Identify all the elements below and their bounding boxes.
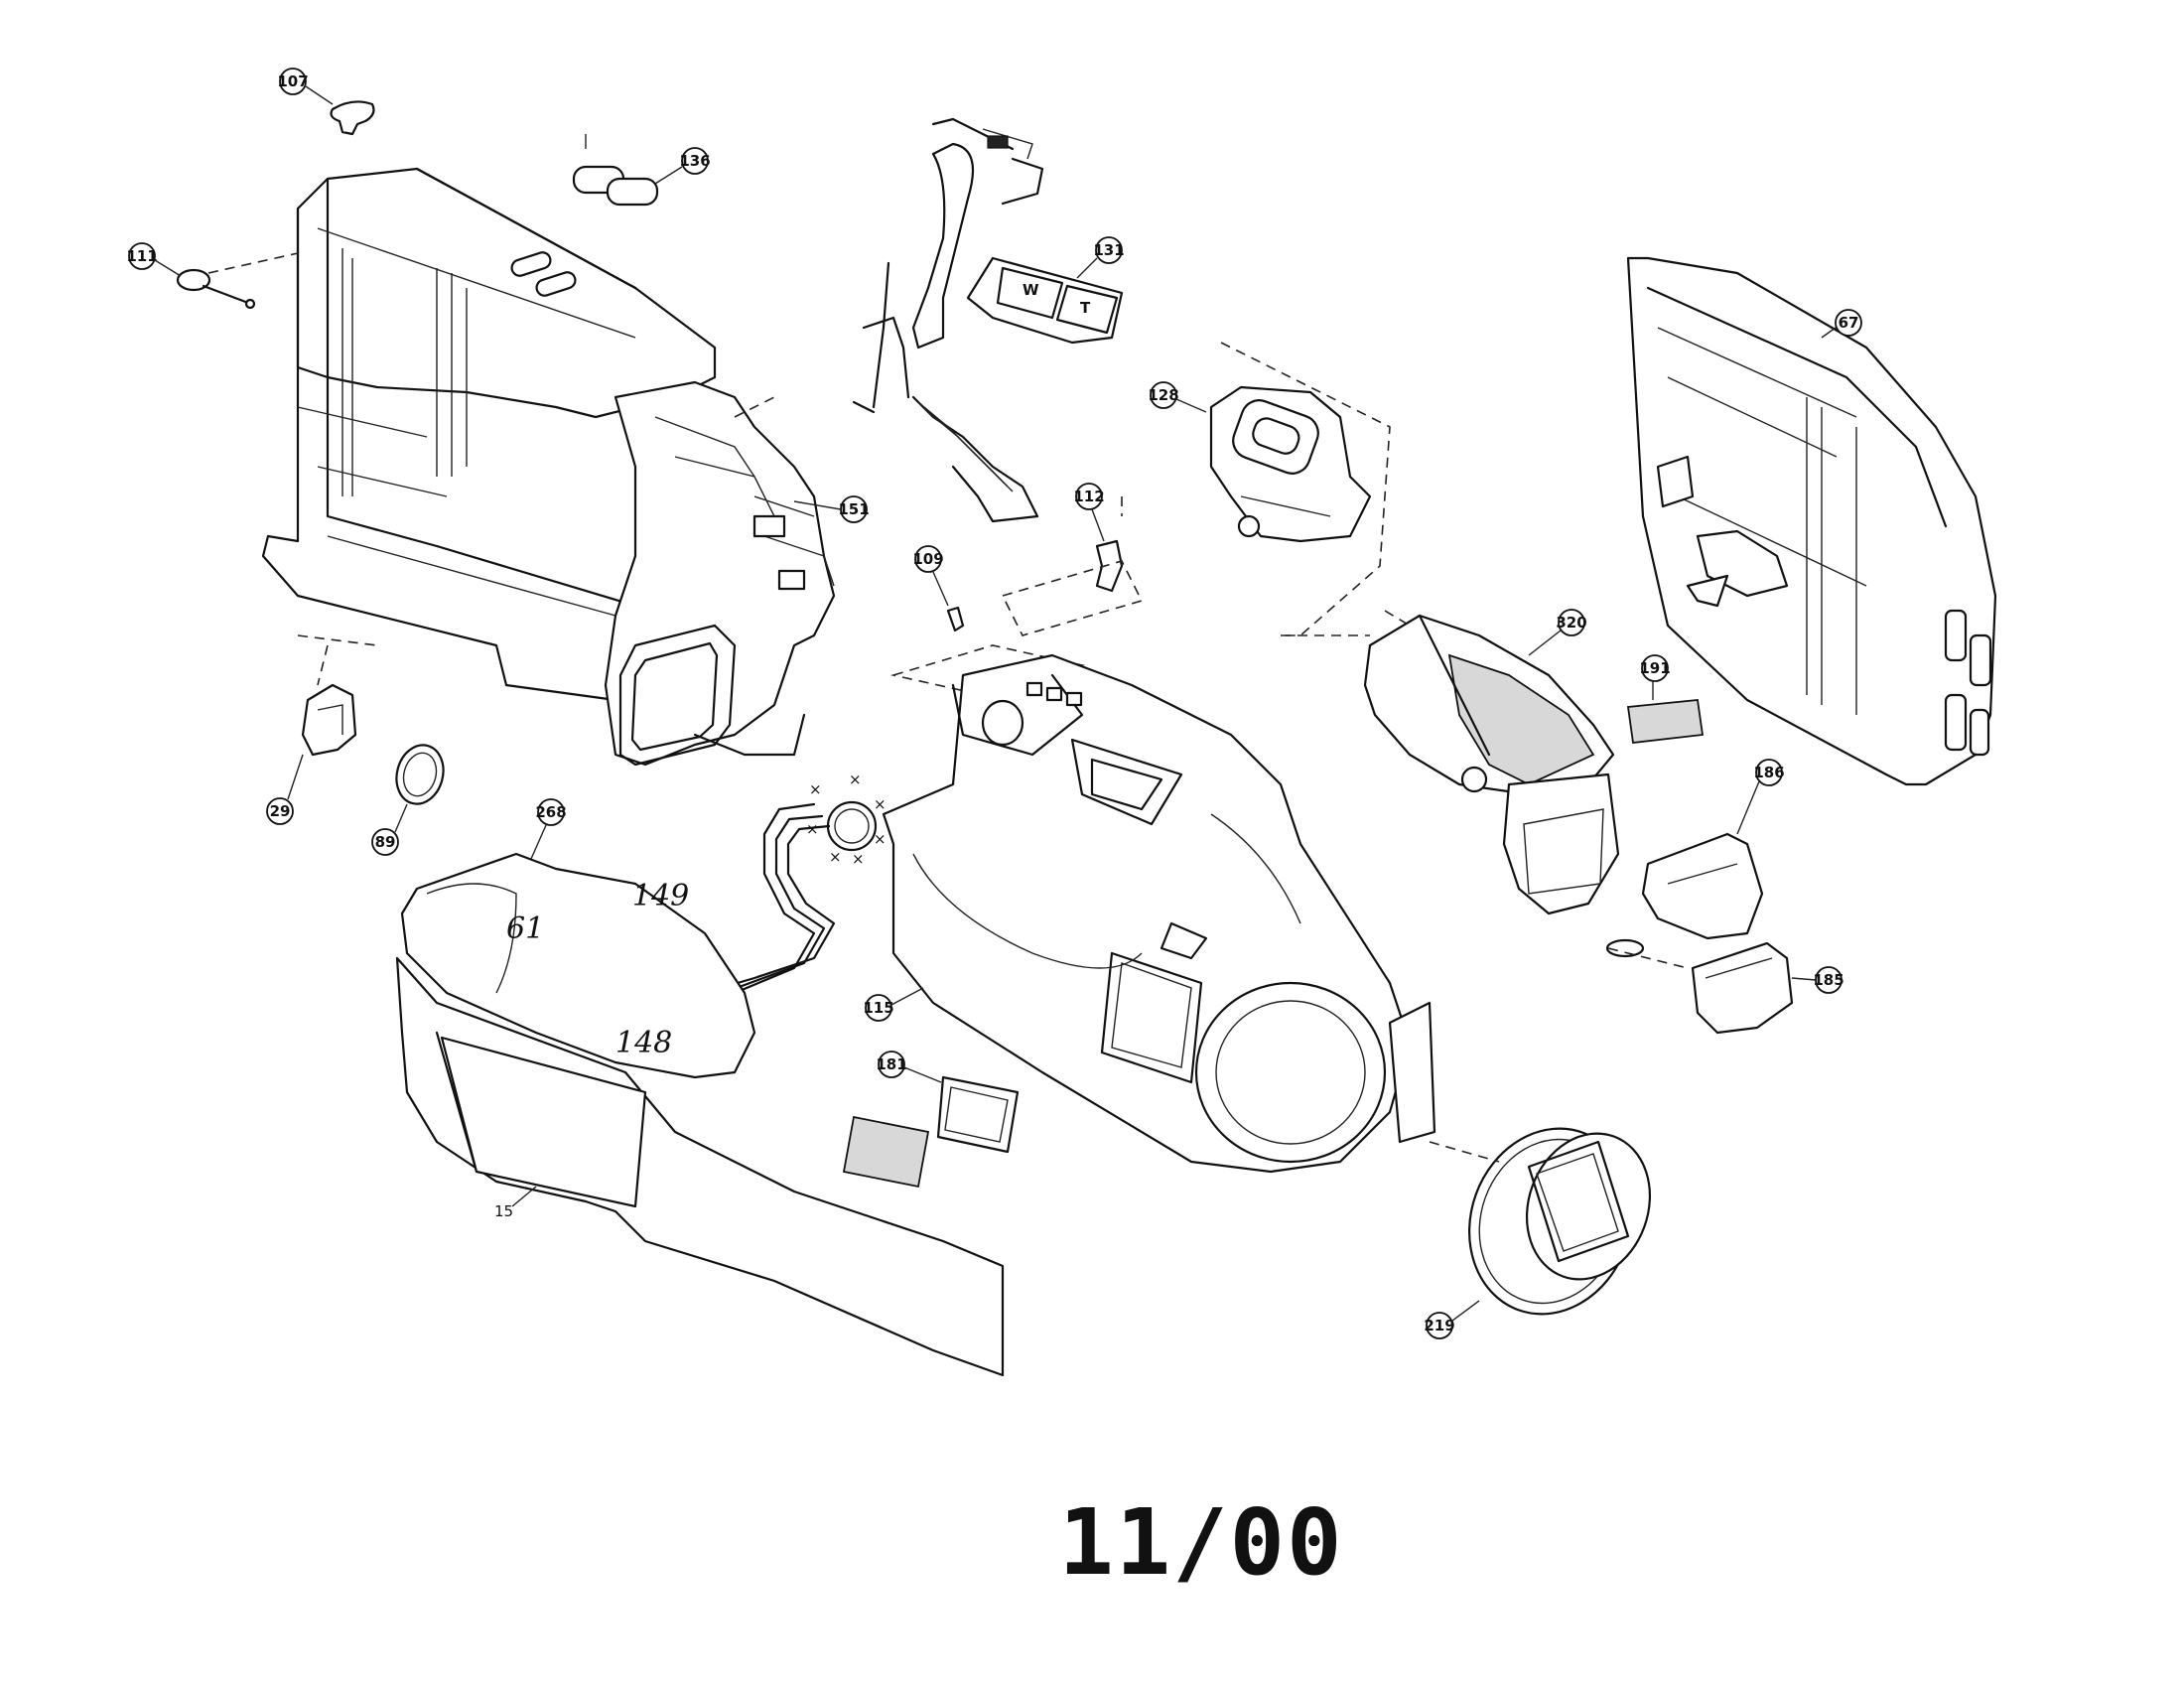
callout-191: 191	[1639, 654, 1671, 700]
svg-text:107: 107	[277, 72, 308, 90]
callout-320: 320	[1528, 609, 1587, 656]
part-131-zoom-switch: W T	[966, 256, 1124, 345]
callout-109: 109	[912, 545, 949, 607]
svg-text:136: 136	[679, 152, 710, 170]
callout-67: 67	[1821, 309, 1862, 339]
part-89-disc	[395, 744, 445, 805]
callout-111: 111	[126, 242, 182, 277]
handwritten-149: 149	[632, 879, 689, 913]
svg-text:×: ×	[874, 795, 887, 813]
zoom-key-w: W	[1023, 281, 1039, 299]
svg-text:×: ×	[806, 820, 819, 838]
svg-text:15: 15	[494, 1202, 513, 1220]
revision-date: 11/00	[1058, 1489, 1344, 1596]
label-15: 15	[494, 1186, 537, 1220]
svg-text:109: 109	[912, 550, 943, 568]
svg-text:128: 128	[1148, 386, 1178, 404]
zoom-key-t: T	[1080, 299, 1091, 317]
part-bracket-flex	[852, 117, 1044, 523]
svg-text:131: 131	[1093, 241, 1124, 259]
svg-text:115: 115	[863, 999, 893, 1017]
part-136-buttons	[572, 134, 659, 207]
callout-131: 131	[1076, 236, 1125, 279]
svg-text:29: 29	[270, 802, 291, 820]
svg-text:181: 181	[876, 1055, 906, 1073]
part-186-cap	[1641, 832, 1764, 940]
callout-29: 29	[266, 754, 304, 825]
callout-136: 136	[654, 147, 711, 185]
callout-268: 268	[530, 798, 567, 860]
svg-text:320: 320	[1556, 614, 1586, 632]
svg-text:×: ×	[809, 780, 822, 798]
callout-89: 89	[371, 803, 408, 856]
svg-text:185: 185	[1813, 971, 1843, 989]
part-15-strap	[395, 956, 1005, 1377]
svg-text:191: 191	[1639, 659, 1670, 677]
part-67-side-cover	[1626, 256, 1997, 786]
part-mic-cable: × × × × × × ×	[713, 771, 887, 1005]
svg-text:186: 186	[1753, 764, 1784, 781]
svg-text:×: ×	[829, 848, 842, 866]
svg-text:×: ×	[874, 830, 887, 848]
svg-text:111: 111	[126, 247, 157, 265]
svg-text:151: 151	[838, 500, 869, 518]
part-181-cover	[842, 1075, 1020, 1189]
part-115-body	[882, 653, 1436, 1174]
handwritten-148: 148	[615, 1026, 672, 1060]
part-128-module	[1209, 342, 1391, 636]
part-185-cap	[1605, 938, 1794, 1035]
callout-128: 128	[1148, 381, 1207, 413]
svg-text:112: 112	[1073, 488, 1104, 505]
svg-text:89: 89	[375, 833, 396, 851]
callout-181: 181	[876, 1051, 942, 1083]
callout-219: 219	[1424, 1300, 1480, 1339]
svg-text:219: 219	[1424, 1317, 1454, 1334]
callout-107: 107	[277, 68, 334, 105]
part-191-pad	[1626, 699, 1705, 744]
part-29-bracket	[301, 644, 357, 757]
svg-text:268: 268	[535, 803, 566, 821]
handwritten-61: 61	[506, 912, 544, 946]
part-111-pin	[176, 252, 299, 310]
callout-185: 185	[1791, 966, 1844, 994]
svg-text:×: ×	[852, 850, 865, 868]
part-268-grip	[400, 852, 756, 1079]
svg-text:×: ×	[849, 771, 862, 788]
part-320-viewfinder	[1363, 610, 1620, 915]
callout-151: 151	[793, 495, 870, 523]
part-112-clip	[1001, 539, 1144, 636]
callout-112: 112	[1073, 483, 1105, 542]
callout-186: 186	[1736, 759, 1785, 835]
part-219-lens-ring	[1429, 1127, 1652, 1316]
svg-text:67: 67	[1839, 314, 1859, 332]
part-107-knob	[330, 100, 375, 136]
part-151-frame	[261, 167, 836, 767]
callout-115: 115	[863, 987, 924, 1022]
